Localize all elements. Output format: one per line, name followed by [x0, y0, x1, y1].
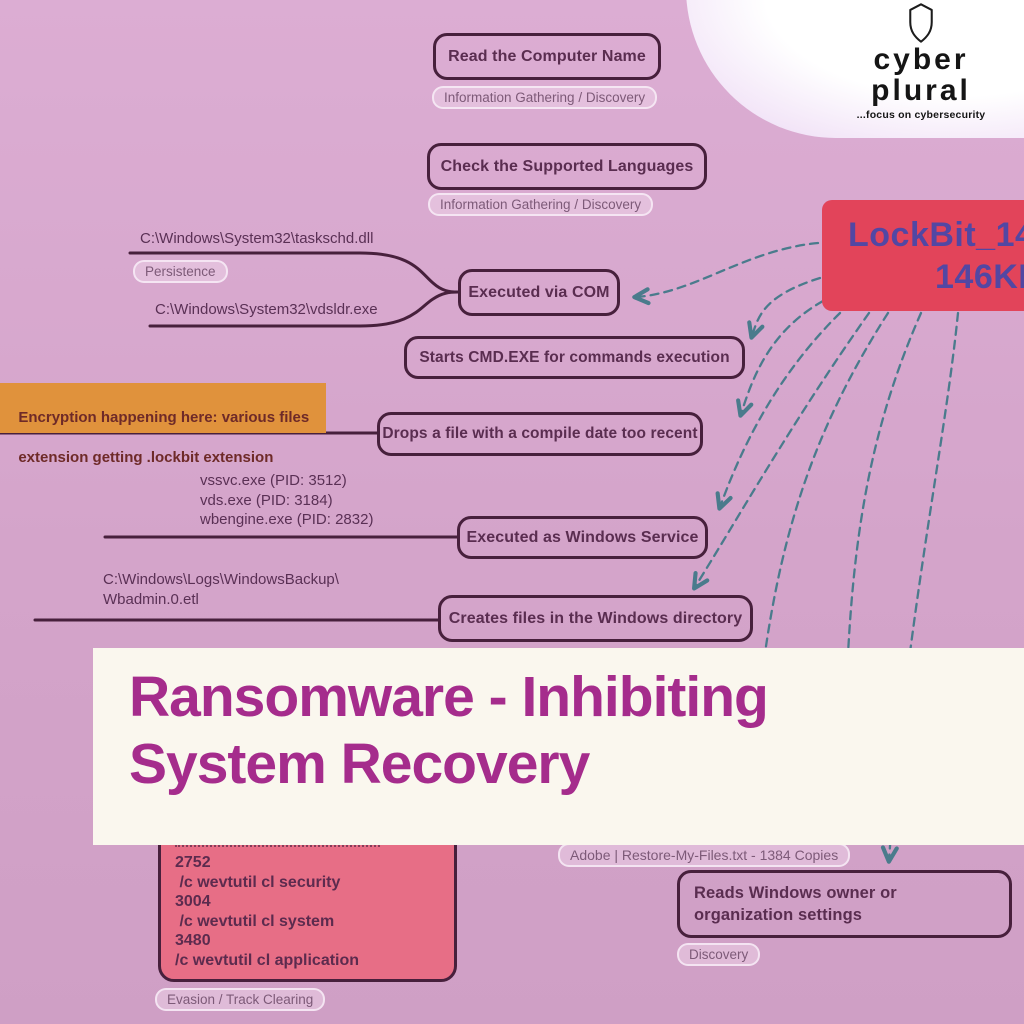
encryption-note: Encryption happening here: various files…: [0, 383, 326, 466]
arrow-to-starts-cmd: [747, 276, 822, 340]
process-vds: vds.exe (PID: 3184): [200, 491, 333, 509]
title-line2: System Recovery: [129, 732, 590, 796]
encryption-note-line2: extension getting .lockbit extension: [18, 449, 274, 466]
brand-name-top: cyber: [873, 43, 969, 76]
malware-size: 146KB: [935, 258, 1024, 296]
node-starts-cmd: Starts CMD.EXE for commands execution: [404, 336, 745, 379]
title-line1: Ransomware - Inhibiting: [129, 665, 769, 729]
arrow-to-creates-files: [692, 311, 871, 591]
cmd-pid-2: 3004: [175, 893, 211, 910]
node-creates-files-windows-directory: Creates files in the Windows directory: [438, 595, 753, 642]
shield-icon: [909, 3, 933, 43]
arrow-to-executed-via-com: [632, 241, 820, 306]
node-executed-via-com: Executed via COM: [458, 269, 620, 316]
arrow-to-windows-service: [715, 311, 842, 511]
service-process-list: vssvc.exe (PID: 3512) vds.exe (PID: 3184)…: [200, 471, 373, 530]
encryption-note-line1: Encryption happening here: various files: [18, 409, 310, 426]
arrow-behind-banner-1: [757, 311, 890, 702]
arrow-to-drops-file: [736, 299, 825, 418]
wbadmin-path: C:\Windows\Logs\WindowsBackup\ Wbadmin.0.…: [103, 570, 339, 609]
node-read-computer-name: Read the Computer Name: [433, 33, 661, 80]
wevtutil-command-lines: 2752 /c wevtutil cl security 3004 /c wevt…: [175, 853, 359, 970]
cmd-pid-3: 3480: [175, 932, 211, 949]
process-vssvc: vssvc.exe (PID: 3512): [200, 472, 347, 489]
tag-info-gathering-2: Information Gathering / Discovery: [428, 193, 654, 216]
cmd-clear-system: /c wevtutil cl system: [175, 912, 335, 930]
malware-name: LockBit_14_: [848, 216, 1024, 254]
brand-logo: cyber plural ...focus on cybersecurity: [846, 0, 996, 121]
process-wbengine: wbengine.exe (PID: 2832): [200, 511, 374, 528]
wbadmin-path-line2: Wbadmin.0.etl: [103, 590, 199, 608]
node-reads-windows-owner: Reads Windows owner or organization sett…: [677, 870, 1012, 938]
tag-info-gathering-1: Information Gathering / Discovery: [432, 86, 658, 109]
tag-ransom-note-copies: Adobe | Restore-My-Files.txt - 1384 Copi…: [558, 843, 851, 867]
cmd-pid-1: 2752: [175, 854, 211, 871]
node-drops-file: Drops a file with a compile date too rec…: [377, 412, 703, 456]
node-executed-as-windows-service: Executed as Windows Service: [457, 516, 708, 559]
arrow-behind-banner-2: [844, 311, 923, 702]
hidden-text-dots: [175, 845, 380, 847]
brand-tagline: ...focus on cybersecurity: [856, 109, 986, 121]
malware-sample-box: LockBit_14_ 146KB: [822, 200, 1024, 311]
tag-persistence: Persistence: [133, 260, 228, 283]
path-vdsldr: C:\Windows\System32\vdsldr.exe: [155, 301, 378, 318]
tag-evasion-track-clearing: Evasion / Track Clearing: [155, 988, 326, 1011]
brand-name-bottom: plural: [871, 74, 971, 107]
branch-vdsldr-line: [148, 290, 460, 328]
tag-discovery: Discovery: [677, 943, 761, 966]
path-taskschd: C:\Windows\System32\taskschd.dll: [140, 230, 374, 247]
wbadmin-path-line1: C:\Windows\Logs\WindowsBackup\: [103, 571, 339, 588]
node-check-supported-languages: Check the Supported Languages: [427, 143, 707, 190]
cmd-clear-security: /c wevtutil cl security: [175, 873, 341, 891]
cmd-clear-application: /c wevtutil cl application: [175, 951, 360, 969]
